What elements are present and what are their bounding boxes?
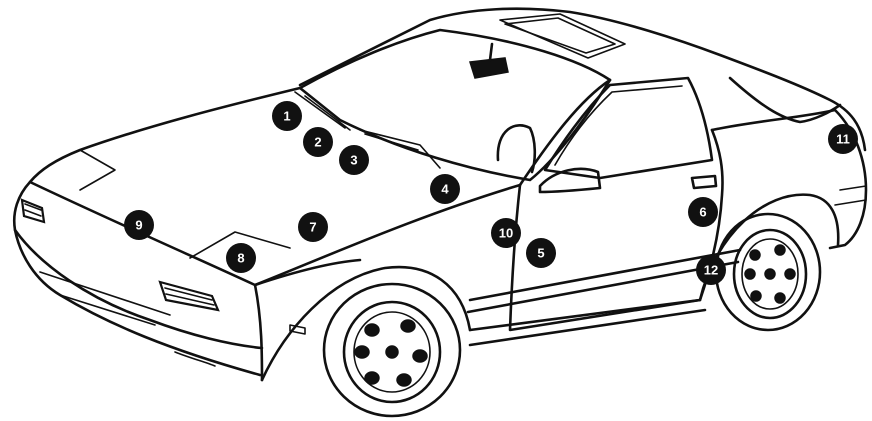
marker-8-label: 8 bbox=[237, 251, 244, 266]
marker-6-label: 6 bbox=[699, 205, 706, 220]
marker-1[interactable]: 1 bbox=[272, 101, 302, 131]
marker-2-label: 2 bbox=[314, 135, 321, 150]
marker-4-label: 4 bbox=[441, 182, 449, 197]
marker-2[interactable]: 2 bbox=[303, 127, 333, 157]
marker-12-label: 12 bbox=[704, 263, 718, 278]
marker-11[interactable]: 11 bbox=[828, 124, 858, 154]
marker-5[interactable]: 5 bbox=[526, 238, 556, 268]
front-wheel bbox=[324, 284, 460, 416]
marker-3[interactable]: 3 bbox=[339, 145, 369, 175]
marker-7-label: 7 bbox=[309, 220, 316, 235]
marker-3-label: 3 bbox=[350, 153, 357, 168]
marker-10[interactable]: 10 bbox=[491, 218, 521, 248]
rearview-mirror bbox=[470, 58, 508, 78]
rear-wheel bbox=[716, 214, 820, 330]
marker-5-label: 5 bbox=[537, 246, 544, 261]
marker-8[interactable]: 8 bbox=[226, 243, 256, 273]
marker-6[interactable]: 6 bbox=[688, 197, 718, 227]
marker-4[interactable]: 4 bbox=[430, 174, 460, 204]
wiper bbox=[295, 92, 350, 130]
headlight-right bbox=[160, 282, 218, 310]
front-fascia bbox=[14, 182, 262, 348]
marker-12[interactable]: 12 bbox=[696, 255, 726, 285]
marker-7[interactable]: 7 bbox=[298, 212, 328, 242]
marker-9-label: 9 bbox=[135, 218, 142, 233]
door-handle bbox=[692, 176, 716, 188]
side-window bbox=[545, 78, 712, 178]
marker-9[interactable]: 9 bbox=[124, 210, 154, 240]
marker-1-label: 1 bbox=[283, 109, 290, 124]
marker-11-label: 11 bbox=[836, 132, 850, 147]
marker-10-label: 10 bbox=[499, 226, 513, 241]
